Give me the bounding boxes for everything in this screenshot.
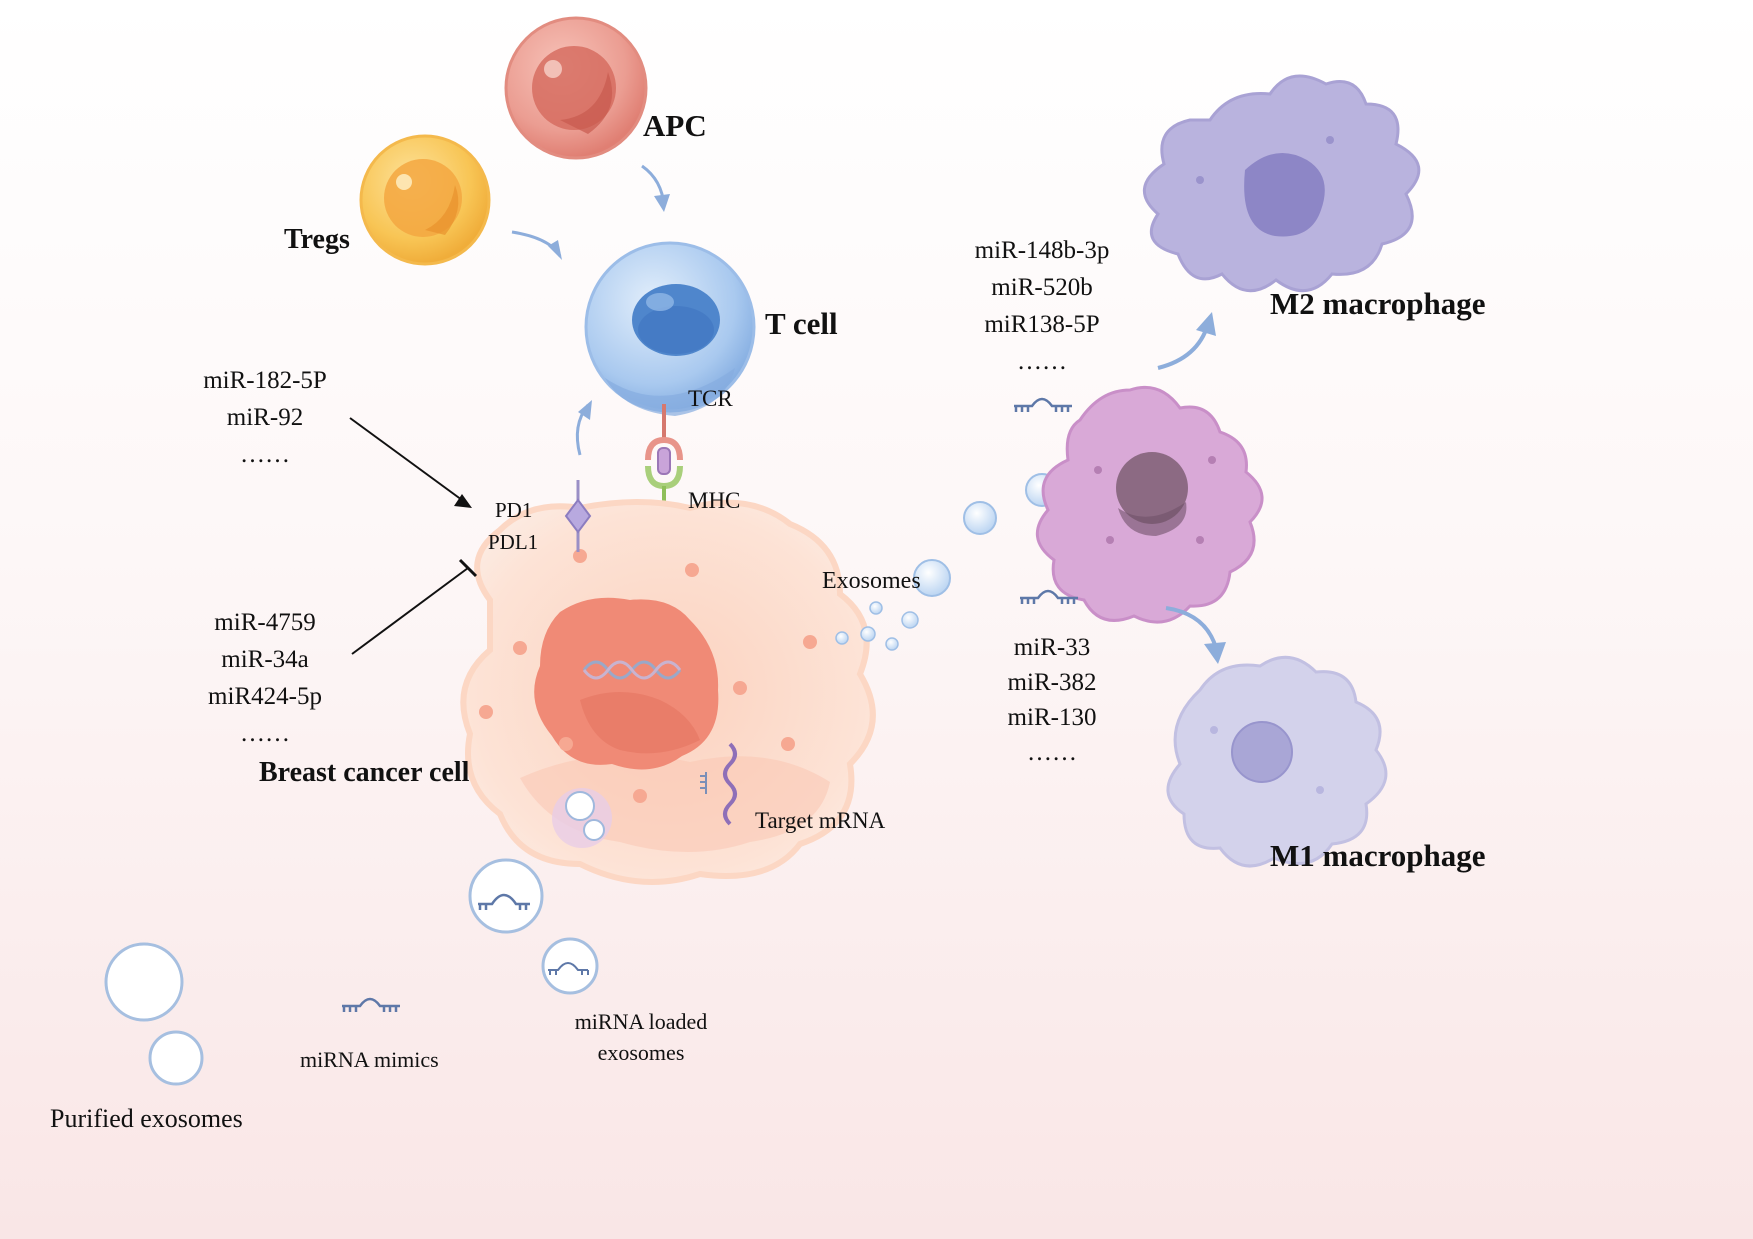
inhibit-line (351, 567, 469, 655)
tcr-receptor (645, 436, 683, 461)
arrow-activating-mirna (349, 417, 463, 501)
mirna-icon-m1 (1020, 589, 1078, 604)
m1-mirna-list: miR-33 miR-382 miR-130 …… (962, 630, 1142, 770)
mirna-item: miR-92 (226, 404, 304, 431)
target-mrna-strand (723, 742, 737, 826)
mirna-item: miR-4759 (214, 609, 316, 636)
arrowhead-activating (454, 494, 472, 508)
mirna-item: miR138-5P (984, 311, 1100, 338)
legend-loaded-exosomes (468, 858, 599, 995)
m1-label: M1 macrophage (1270, 838, 1486, 873)
tregs-cell (359, 134, 491, 266)
apc-label: APC (643, 108, 707, 143)
arrowhead-pd1 (578, 400, 592, 420)
arrowhead-apc (654, 194, 670, 212)
legend-purified-exosomes (104, 942, 204, 1086)
tcell-label: T cell (765, 306, 838, 341)
mhc-label: MHC (688, 488, 741, 513)
mirna-item: miR-34a (221, 646, 309, 673)
arrowhead-m1 (1204, 642, 1226, 664)
mirna-item: …… (1017, 348, 1067, 375)
mirna-item: …… (1027, 739, 1077, 766)
mirna-item: miR-382 (1007, 669, 1097, 696)
tcr-label: TCR (688, 386, 733, 411)
exosome-particles (835, 473, 1059, 651)
arrowhead-tregs (548, 240, 562, 260)
m1-macrophage (1166, 655, 1388, 868)
m2-label: M2 macrophage (1270, 286, 1486, 321)
mirna-icon-m2 (1014, 397, 1072, 412)
activating-mirna-list: miR-182-5P miR-92 …… (180, 362, 350, 473)
inhibiting-mirna-list: miR-4759 miR-34a miR424-5p …… (180, 604, 350, 752)
tam-macrophage (1035, 385, 1264, 624)
arrowhead-m2 (1196, 312, 1216, 336)
t-cell (584, 241, 756, 416)
mirna-item: miR-130 (1007, 704, 1097, 731)
inhibit-bar (458, 558, 478, 578)
m2-macrophage (1142, 74, 1421, 293)
legend-loaded-label: miRNA loaded exosomes (560, 1006, 722, 1068)
m2-mirna-list: miR-148b-3p miR-520b miR138-5P …… (952, 232, 1132, 380)
legend-mirna-mimic-icon (342, 997, 400, 1012)
pd1-label: PD1 (495, 498, 533, 522)
apc-cell (504, 16, 648, 160)
arrow-to-m1 (1165, 606, 1218, 649)
legend-purified-label: Purified exosomes (50, 1104, 243, 1133)
internal-vesicle (552, 788, 612, 848)
mirna-item: miR-33 (1013, 634, 1091, 661)
legend-mimics-label: miRNA mimics (300, 1047, 439, 1072)
tregs-label: Tregs (284, 224, 350, 255)
mirna-item: miR-520b (991, 274, 1093, 301)
target-mrna-label: Target mRNA (755, 808, 886, 833)
pdl1-label: PDL1 (488, 530, 539, 554)
breast-cancer-label: Breast cancer cell (259, 757, 470, 788)
breast-cancer-cell (460, 499, 876, 885)
exosomes-label: Exosomes (822, 568, 921, 594)
legend-loaded-line2: exosomes (597, 1040, 685, 1065)
mirna-item: miR-182-5P (203, 367, 327, 394)
pd1-receptor (564, 498, 592, 534)
legend-loaded-line1: miRNA loaded (574, 1009, 708, 1034)
mirna-item: miR424-5p (208, 683, 322, 710)
bound-mirna (700, 772, 707, 794)
mirna-item: miR-148b-3p (974, 237, 1110, 264)
mirna-item: …… (240, 441, 290, 468)
mirna-item: …… (240, 720, 290, 747)
antigen-peptide (657, 447, 671, 475)
